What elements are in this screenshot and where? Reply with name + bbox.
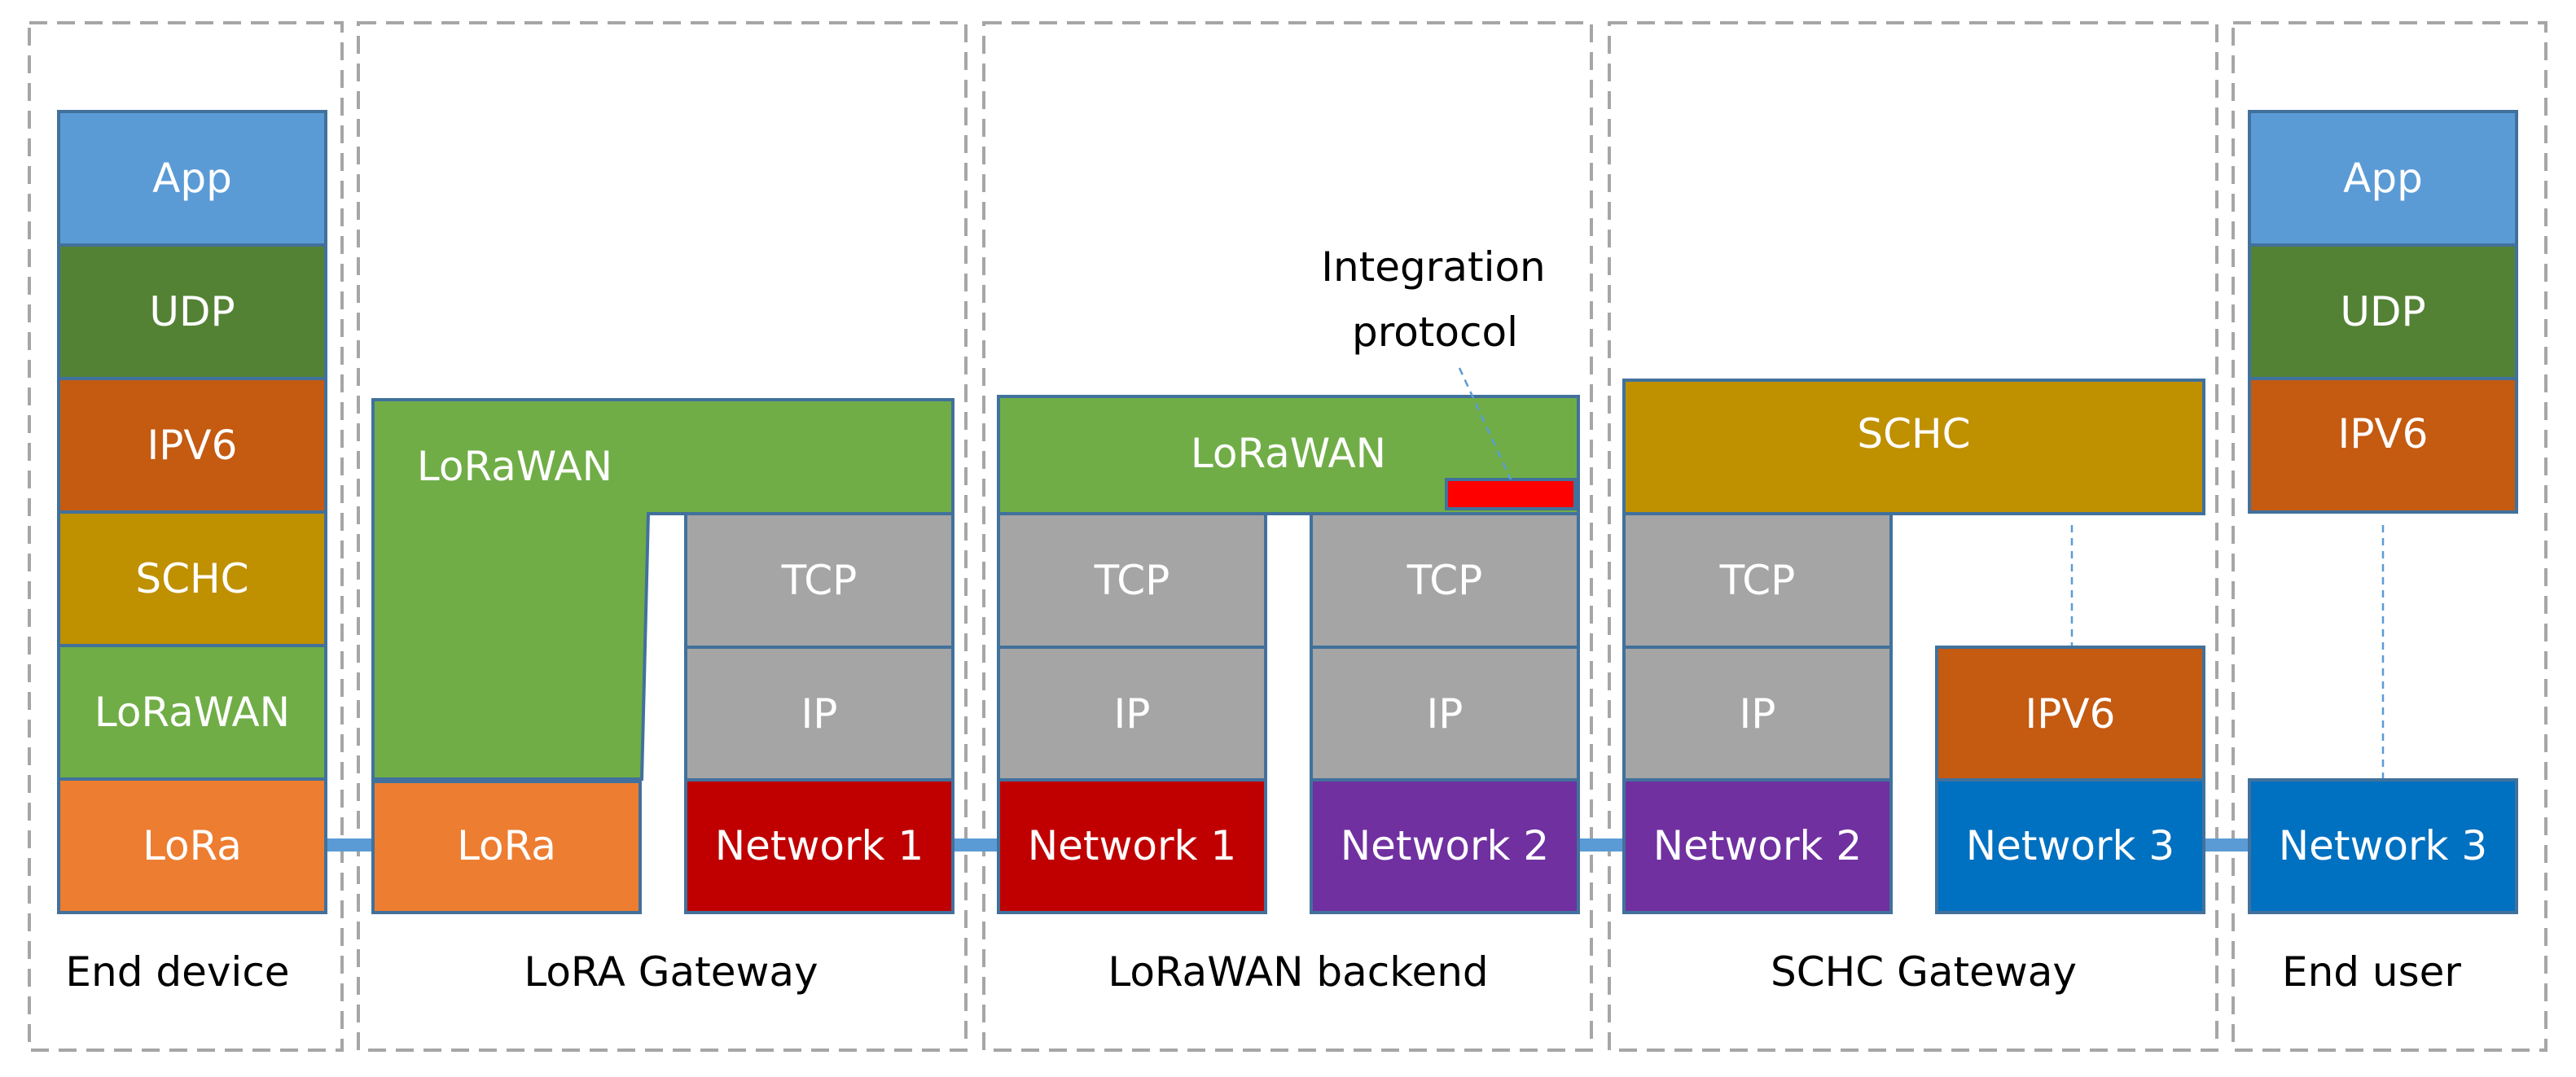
schc-gateway-network2-label: Network 2 <box>1653 822 1862 869</box>
schc-gateway-tcp-label: TCP <box>1719 557 1796 604</box>
backend-right-tcp-label: TCP <box>1406 557 1483 604</box>
schc-gateway-ipv6-layer <box>1935 646 2205 781</box>
schc-gateway-ip-layer <box>1622 646 1893 781</box>
end-device-lora-layer <box>57 777 327 914</box>
schc-gateway-schc-label: SCHC <box>1857 410 1970 458</box>
end-device-schc-label: SCHC <box>135 555 248 602</box>
end-device-lorawan-layer <box>57 644 327 781</box>
end-device-app-layer <box>57 110 327 247</box>
caption-lorawan-backend: LoRaWAN backend <box>1108 948 1488 996</box>
panel-end-user <box>2232 21 2547 1052</box>
integration-protocol-label-line1: Integration <box>1321 243 1546 291</box>
schc-gateway-network3-layer <box>1935 778 2205 914</box>
links <box>326 838 2251 852</box>
end-device-lora-label: LoRa <box>143 822 242 869</box>
backend-right-ip-label: IP <box>1427 690 1464 738</box>
schc-gateway-network3-label: Network 3 <box>1966 822 2174 869</box>
end-device-stack: App UDP IPV6 SCHC LoRaWAN LoRa <box>57 110 327 914</box>
integration-protocol-label-line2: protocol <box>1352 309 1518 356</box>
panels <box>28 21 2547 1052</box>
schc-gateway-ip-label: IP <box>1740 690 1776 738</box>
schc-gateway-schc-layer <box>1622 379 2205 515</box>
link-device-gateway <box>326 838 375 852</box>
end-device-app-label: App <box>152 155 232 202</box>
backend-network2-layer <box>1310 778 1580 914</box>
backend-left-tcp-layer <box>997 512 1267 649</box>
schc-gateway-stack: SCHC TCP IP Network 2 IPV6 Network 3 <box>1622 379 2205 914</box>
gateway-lorawan-label: LoRaWAN <box>417 443 612 490</box>
end-device-lorawan-label: LoRaWAN <box>94 689 290 736</box>
link-backend-schc <box>1577 838 1626 852</box>
backend-right-ip-layer <box>1310 646 1580 781</box>
backend-left-ip-label: IP <box>1114 690 1151 738</box>
end-user-ipv6-layer <box>2248 377 2518 514</box>
schc-gateway-tcp-layer <box>1622 512 1893 649</box>
schc-gateway-ipv6-label: IPV6 <box>2025 690 2116 738</box>
caption-schc-gateway: SCHC Gateway <box>1771 948 2077 996</box>
panel-lorawan-backend <box>982 21 1593 1052</box>
backend-network2-label: Network 2 <box>1341 822 1549 869</box>
gateway-ip-label: IP <box>801 690 838 738</box>
backend-lorawan-label: LoRaWAN <box>1191 430 1386 477</box>
panel-schc-gateway <box>1608 21 2218 1052</box>
end-user-ipv6-label: IPV6 <box>2338 410 2429 458</box>
panel-end-device <box>28 21 344 1052</box>
caption-end-user: End user <box>2282 948 2461 996</box>
gateway-ip-layer <box>684 646 954 781</box>
caption-lora-gateway: LoRA Gateway <box>524 948 818 996</box>
backend-left-ip-layer <box>997 646 1267 781</box>
link-schc-enduser <box>2202 838 2251 852</box>
schc-gateway-network2-layer <box>1622 778 1893 914</box>
backend-left-tcp-label: TCP <box>1094 557 1170 604</box>
end-device-udp-label: UDP <box>149 288 235 335</box>
end-user-app-label: App <box>2343 155 2423 202</box>
lora-gateway-stack: LoRaWAN LoRa TCP IP Network 1 <box>371 398 954 914</box>
panel-lora-gateway <box>357 21 968 1052</box>
lorawan-backend-stack: LoRaWAN TCP IP Network 1 TCP IP Network … <box>997 243 1580 914</box>
gateway-network1-label: Network 1 <box>715 822 924 869</box>
end-user-network3-label: Network 3 <box>2279 822 2487 869</box>
gateway-tcp-label: TCP <box>781 557 858 604</box>
link-gateway-backend <box>951 838 1000 852</box>
gateway-tcp-layer <box>684 512 954 649</box>
panel-captions: End device LoRA Gateway LoRaWAN backend … <box>65 948 2461 996</box>
end-user-network3-layer <box>2248 778 2518 914</box>
end-user-app-layer <box>2248 110 2518 247</box>
end-user-udp-layer <box>2248 243 2518 380</box>
end-user-stack: App UDP IPV6 Network 3 <box>2248 110 2518 914</box>
gateway-network1-layer <box>684 778 954 914</box>
backend-network1-layer <box>997 778 1267 914</box>
backend-network1-label: Network 1 <box>1028 822 1236 869</box>
integration-protocol-marker <box>1445 478 1577 510</box>
caption-end-device: End device <box>65 948 289 996</box>
gateway-lora-label: LoRa <box>457 822 556 869</box>
backend-right-tcp-layer <box>1310 512 1580 649</box>
end-user-udp-label: UDP <box>2340 288 2425 335</box>
end-device-ipv6-label: IPV6 <box>147 422 238 469</box>
gateway-lorawan-layer <box>371 398 954 781</box>
gateway-lora-layer <box>371 780 642 914</box>
